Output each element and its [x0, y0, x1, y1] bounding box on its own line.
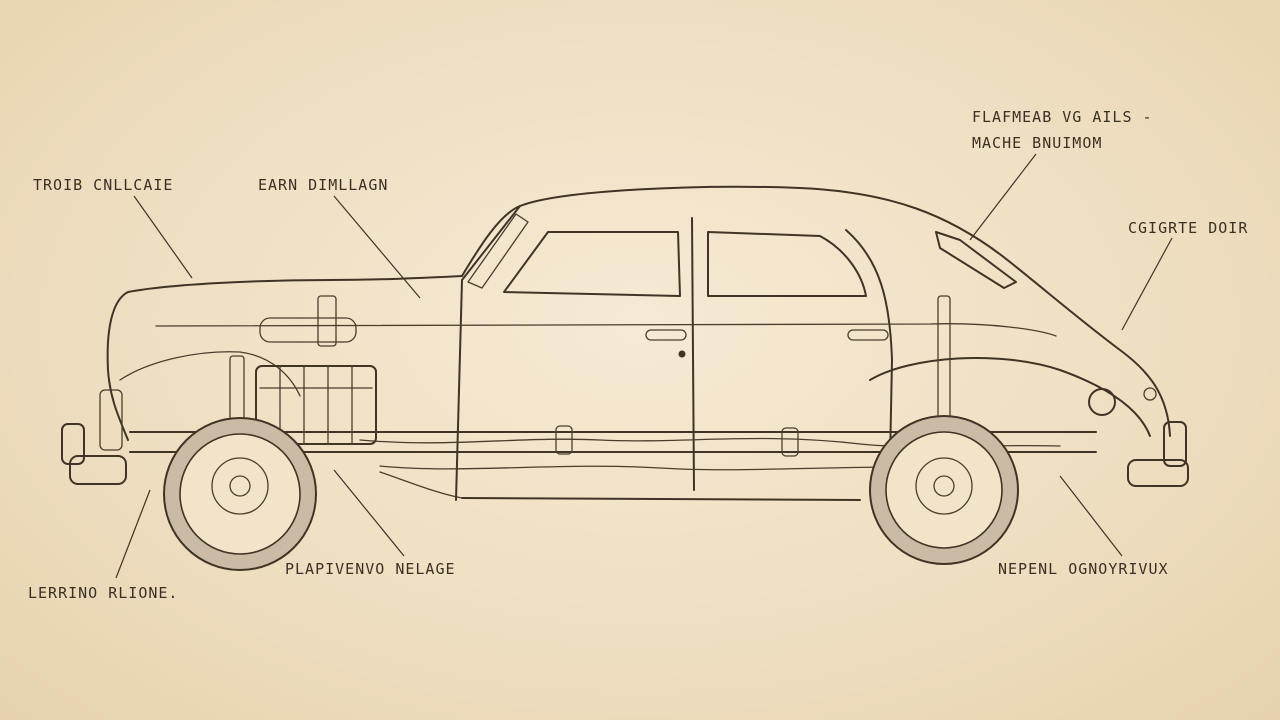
door-lock	[678, 350, 686, 358]
label-bottom-left: LERRINO RLIONE.	[28, 584, 179, 602]
reflector	[1143, 387, 1157, 401]
rear-bumper-bar	[1127, 459, 1189, 487]
rear-door-handle	[847, 329, 889, 341]
front-wheel	[163, 417, 317, 571]
frame-joint-2	[781, 427, 799, 457]
label-left-top-2: EARN DIMLLAGN	[258, 176, 389, 194]
rear-shock	[937, 295, 951, 427]
label-right-mid: CGIGRTE DOIR	[1128, 219, 1249, 237]
label-bottom-right: NEPENL OGNOYRIVUX	[998, 560, 1169, 578]
leader-bottom-center	[333, 469, 405, 557]
carburetor	[317, 295, 337, 347]
front-window	[503, 231, 681, 297]
rear-quarter-window	[935, 231, 1017, 289]
rear-wheel	[869, 415, 1019, 565]
rear-bumper	[1127, 421, 1189, 487]
air-cleaner	[259, 317, 357, 343]
hood-line	[127, 275, 463, 293]
leader-left-top-2	[333, 195, 421, 299]
rear-hub-center	[933, 475, 955, 497]
leader-bottom-left	[115, 489, 151, 579]
front-grille	[99, 389, 123, 451]
front-hubcap	[211, 457, 269, 515]
a-pillar	[455, 205, 521, 501]
front-door-handle	[645, 329, 687, 341]
label-top-right-line1: FLAFMEAB VG AILS -	[972, 108, 1153, 126]
front-bumper	[61, 389, 127, 485]
engine-block	[255, 365, 377, 445]
beltline	[155, 323, 1057, 337]
front-hub-center	[229, 475, 251, 497]
c-pillar	[845, 229, 893, 461]
front-wheel-arch	[119, 351, 301, 397]
front-fender	[106, 291, 129, 441]
rear-hubcap	[915, 457, 973, 515]
front-bumper-guard	[61, 423, 85, 465]
rear-window	[707, 231, 867, 297]
rear-bumper-guard	[1163, 421, 1187, 467]
leader-left-top-1	[133, 195, 193, 279]
body-lower	[379, 471, 463, 499]
b-pillar	[691, 217, 695, 491]
leader-lines	[115, 153, 1173, 579]
rear-fender	[869, 356, 1151, 437]
front-rim	[179, 433, 301, 555]
leader-right-mid	[1121, 237, 1173, 331]
windshield	[467, 213, 529, 289]
rocker-panel	[461, 497, 861, 501]
label-left-top-1: TROIB CNLLCAIE	[33, 176, 174, 194]
label-top-right-line2: MACHE BNUIMOM	[972, 134, 1103, 152]
label-bottom-center: PLAPIVENVO NELAGE	[285, 560, 456, 578]
leader-top-right	[969, 153, 1037, 241]
leader-bottom-right	[1059, 475, 1123, 557]
front-bumper-bar	[69, 455, 127, 485]
tail-light	[1088, 388, 1116, 416]
frame-joint-1	[555, 425, 573, 455]
rear-rim	[885, 431, 1003, 549]
engine	[229, 295, 377, 445]
roof-line	[461, 185, 1171, 437]
